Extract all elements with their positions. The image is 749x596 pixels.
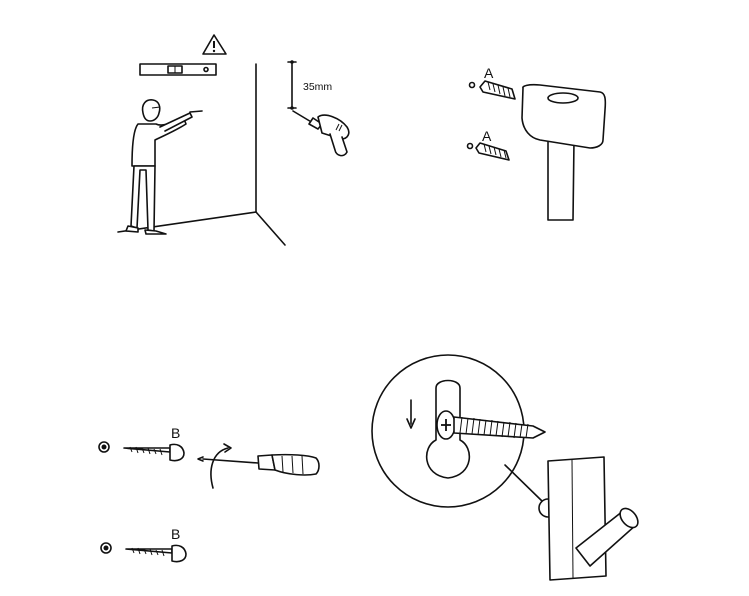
wall-hook-icon [547, 456, 639, 581]
step2-insert-wall-plugs: A A [466, 65, 607, 221]
step1-measure-and-drill: 35mm [117, 34, 350, 246]
rotation-arrow-icon [210, 443, 232, 489]
power-drill-icon [292, 110, 350, 157]
measurement-label: 35mm [303, 81, 332, 93]
wall-plug-top [479, 80, 516, 100]
step3-drive-screws: B B [98, 425, 320, 563]
step4-hang-hook [371, 354, 639, 581]
screw-label-bottom: B [171, 526, 180, 542]
wall-plug-bottom [475, 142, 510, 161]
screw-bottom [125, 544, 187, 563]
screwdriver-icon [197, 453, 320, 476]
keyhole-detail-circle [371, 354, 546, 508]
anchor-label-bottom: A [482, 128, 492, 144]
plugged-hole-bottom [100, 542, 112, 554]
hammer-icon [521, 83, 607, 221]
drill-hole-top [468, 81, 476, 89]
drill-hole-bottom [466, 142, 474, 150]
warning-triangle-icon [202, 34, 227, 55]
anchor-label-top: A [484, 65, 494, 81]
measurement-marker: 35mm [287, 60, 332, 110]
plugged-hole-top [98, 441, 110, 453]
spirit-level [139, 63, 217, 76]
screw-label-top: B [171, 425, 180, 441]
wall-corner [117, 63, 286, 246]
person-pointing [125, 99, 203, 235]
detail-leader-line [504, 464, 544, 503]
screw-top [123, 443, 185, 462]
